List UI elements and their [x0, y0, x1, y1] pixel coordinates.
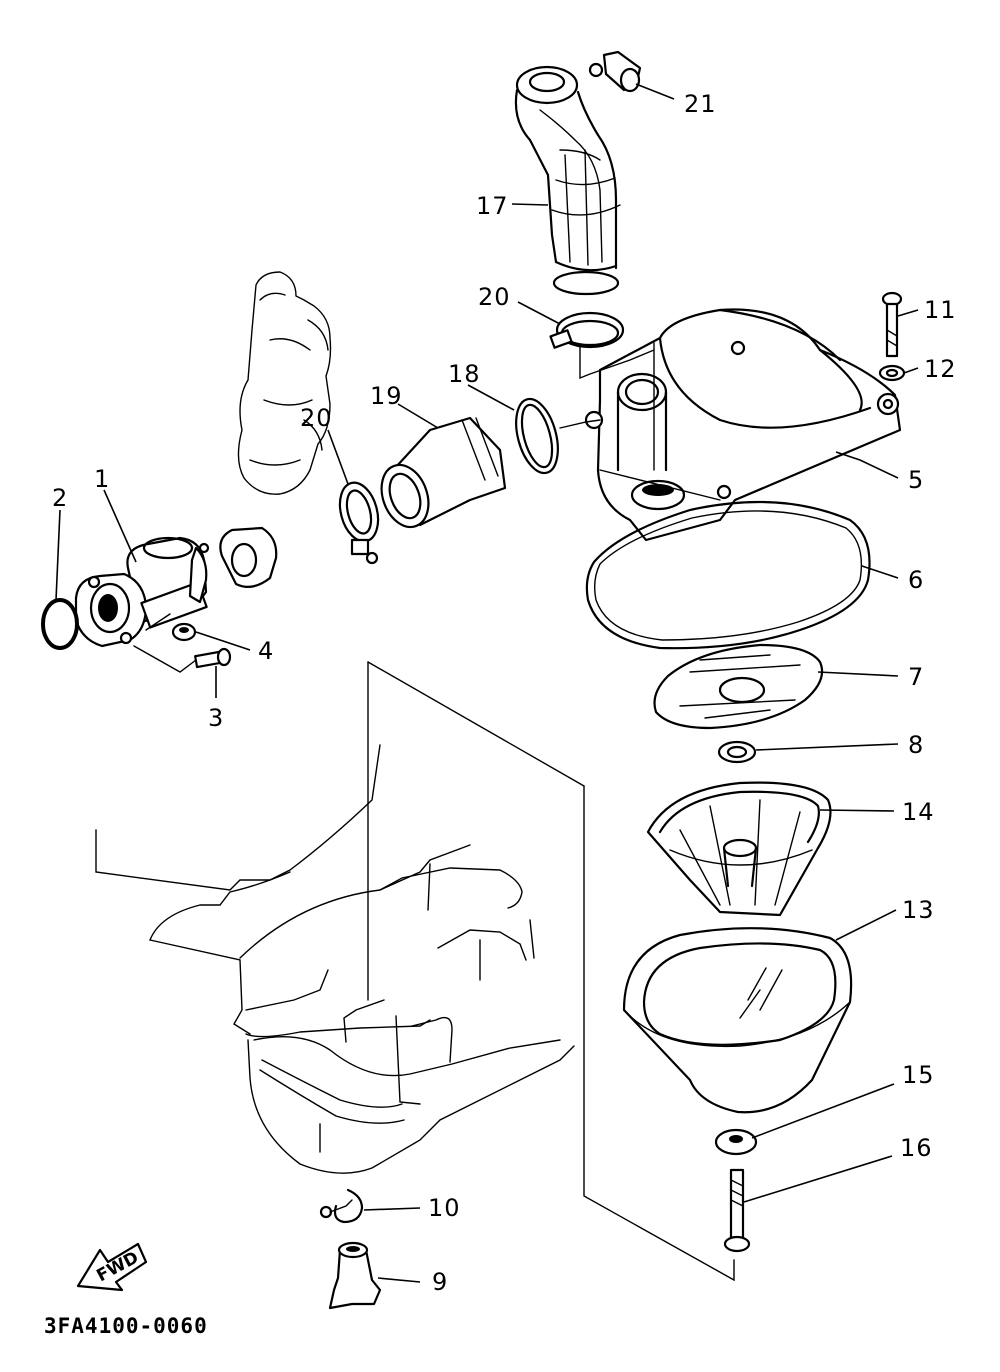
part-7-filter-element: [653, 643, 824, 730]
callout-7: 7: [908, 663, 924, 691]
fwd-arrow-icon: FWD: [76, 1242, 148, 1292]
part-3-bolt: [194, 647, 232, 669]
callout-3: 3: [208, 704, 224, 732]
part-12-washer: [878, 364, 906, 382]
callout-20-lower: 20: [300, 404, 333, 432]
part-15-rubber-washer: [714, 1128, 758, 1156]
part-2-o-ring: [41, 598, 79, 650]
part-20-upper-hose-clamp: [549, 311, 625, 349]
part-10-clip: [319, 1188, 364, 1224]
callout-20-upper: 20: [478, 283, 511, 311]
carburetor-reference: [237, 271, 332, 495]
callout-19: 19: [370, 382, 403, 410]
part-20-lower-hose-clamp: [338, 481, 380, 565]
part-16-bolt: [723, 1168, 751, 1253]
part-1-intake-manifold: [74, 526, 278, 648]
callout-labels: 1 2 3 4 5 6 7 8 9 10 11 12 13 14 15 16 1…: [52, 90, 957, 1296]
callout-10: 10: [428, 1194, 461, 1222]
part-14-filter-cage: [646, 781, 832, 917]
part-4-nut: [171, 622, 197, 642]
callout-6: 6: [908, 566, 924, 594]
callout-4: 4: [258, 637, 274, 665]
callout-21: 21: [684, 90, 717, 118]
callout-18: 18: [448, 360, 481, 388]
part-8-washer: [717, 740, 757, 764]
part-13-outer-filter: [622, 927, 853, 1114]
callout-15: 15: [902, 1061, 935, 1089]
diagram-code: 3FA4100-0060: [44, 1314, 208, 1338]
part-9-drain-hose: [328, 1241, 382, 1310]
callout-17: 17: [476, 192, 509, 220]
part-5-air-box-case: [584, 308, 902, 542]
callout-2: 2: [52, 484, 68, 512]
callout-9: 9: [432, 1268, 448, 1296]
part-11-screw: [881, 291, 903, 358]
part-21-elbow-fitting: [588, 50, 642, 93]
assembly-lines: [133, 342, 735, 1282]
callout-11: 11: [924, 296, 957, 324]
callout-12: 12: [924, 355, 957, 383]
frame-reference: [95, 744, 575, 1174]
part-6-seal-gasket: [585, 500, 871, 650]
leader-lines: [55, 83, 919, 1283]
callout-13: 13: [902, 896, 935, 924]
callout-5: 5: [908, 466, 924, 494]
part-19-joint: [380, 416, 507, 529]
callout-8: 8: [908, 731, 924, 759]
callout-1: 1: [94, 465, 110, 493]
part-17-intake-duct: [514, 65, 621, 296]
callout-16: 16: [900, 1134, 933, 1162]
callout-14: 14: [902, 798, 935, 826]
part-18-band: [515, 397, 559, 475]
